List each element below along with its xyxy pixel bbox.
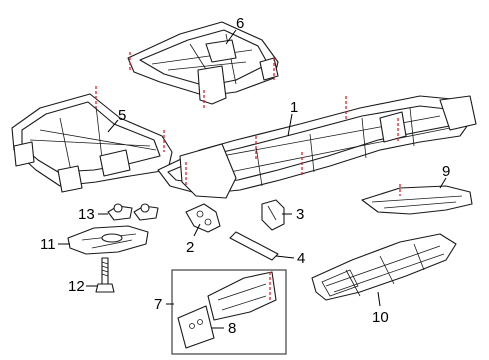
part-9-skid-plate[interactable] [361,184,473,215]
leader-6 [225,29,237,45]
callout-10: 10 [372,309,389,326]
part-12-bolt[interactable] [95,257,115,293]
part-6-rear-crossmember-assembly[interactable] [127,21,279,108]
callout-12: 12 [68,278,85,295]
callout-9: 9 [442,163,450,180]
leader-9 [439,177,447,189]
part-13-body-mounts[interactable] [107,203,159,221]
callout-7: 7 [154,296,162,313]
part-3-clip-bracket[interactable] [261,199,285,231]
callout-2: 2 [186,239,194,256]
callout-5: 5 [118,107,126,124]
part-8-reinforcement-plate[interactable] [177,305,215,349]
part-5-front-frame-section[interactable] [11,86,173,193]
callout-11: 11 [40,236,56,253]
leader-1 [287,113,293,137]
leader-lines [58,29,447,329]
part-4-strap[interactable] [229,231,279,261]
leader-10 [377,291,381,307]
part-1-main-frame[interactable] [157,95,477,199]
part-7-bracket-kit-box[interactable] [171,269,287,355]
leader-2 [193,223,201,237]
callout-8: 8 [228,320,236,337]
part-11-tow-hook[interactable] [67,225,149,255]
callout-4: 4 [297,250,305,267]
leader-5 [107,119,119,133]
callout-1: 1 [290,99,298,116]
part-2-bracket[interactable] [185,203,221,233]
callout-13: 13 [78,206,95,223]
callout-3: 3 [296,206,304,223]
callout-labels: 1 2 3 4 5 6 7 8 9 10 11 12 13 [40,15,450,337]
callout-6: 6 [236,15,244,32]
part-7-frame-bracket[interactable] [207,271,277,321]
part-10-underbody-shield[interactable] [311,233,457,301]
leader-4 [275,255,295,259]
